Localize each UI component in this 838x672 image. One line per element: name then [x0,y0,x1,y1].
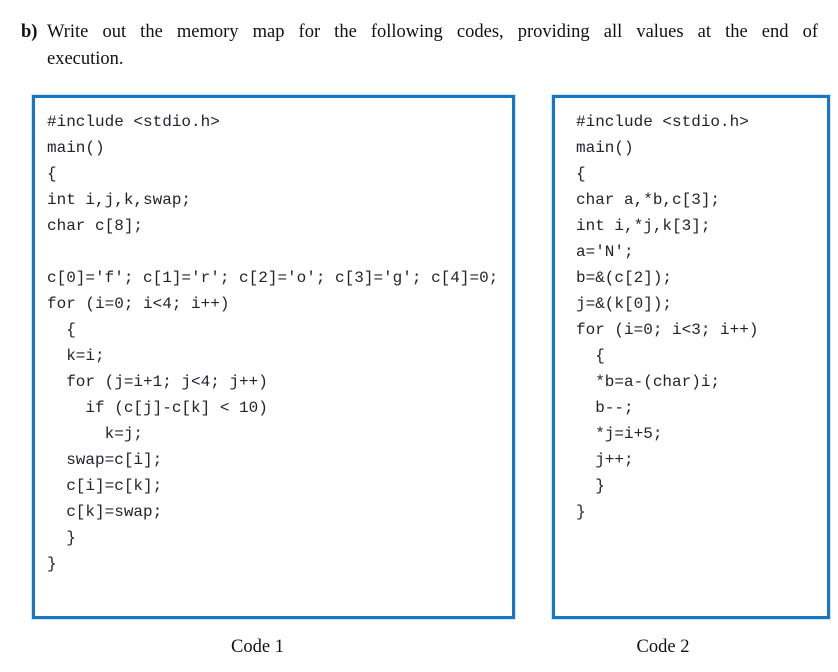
code1-caption: Code 1 [231,637,284,657]
code1-source: #include <stdio.h> main() { int i,j,k,sw… [47,113,499,573]
code2-box: #include <stdio.h> main() { char a,*b,c[… [552,95,830,619]
question-text: Write out the memory map for the followi… [47,19,818,73]
code2-source: #include <stdio.h> main() { char a,*b,c[… [576,113,759,521]
question-header: b) Write out the memory map for the foll… [21,19,818,73]
code2-caption: Code 2 [636,637,690,657]
question-item-label: b) [21,22,38,42]
question-text-line1: Write out the memory map for the followi… [47,22,818,42]
question-text-line2: execution. [47,49,124,69]
code1-box: #include <stdio.h> main() { int i,j,k,sw… [32,95,515,619]
